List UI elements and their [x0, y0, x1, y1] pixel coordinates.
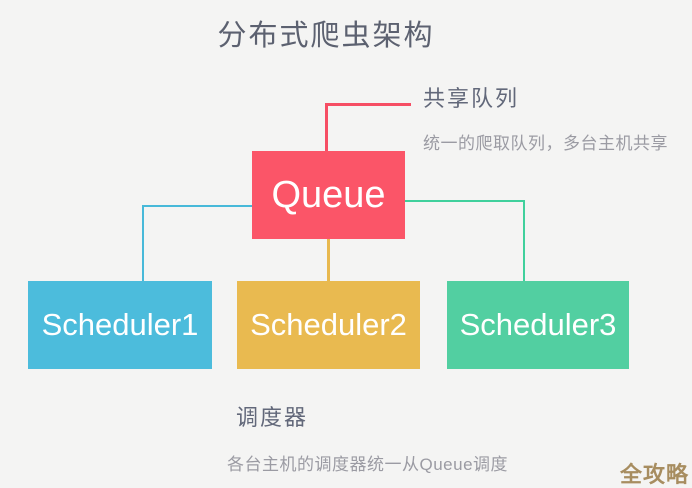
scheduler-annotation-note: 各台主机的调度器统一从Queue调度 [227, 455, 509, 474]
queue-scheduler1-connector-vertical [142, 205, 144, 281]
queue-scheduler3-connector-horizontal [405, 200, 525, 202]
scheduler1-node: Scheduler1 [28, 281, 212, 369]
queue-annotation-connector-vertical [325, 103, 328, 154]
queue-annotation-connector-horizontal [325, 103, 411, 106]
queue-scheduler3-connector-vertical [523, 200, 525, 281]
page-title: 分布式爬虫架构 [217, 20, 435, 52]
scheduler2-node: Scheduler2 [237, 281, 420, 369]
scheduler-annotation-heading: 调度器 [236, 405, 309, 430]
queue-scheduler2-connector-vertical [327, 239, 330, 281]
shared-queue-annotation-note: 统一的爬取队列，多台主机共享 [423, 134, 668, 153]
queue-node: Queue [252, 151, 405, 239]
shared-queue-annotation-heading: 共享队列 [423, 86, 520, 111]
watermark-logo: 全攻略 [620, 462, 690, 487]
queue-scheduler1-connector-horizontal [142, 205, 252, 207]
scheduler3-node: Scheduler3 [447, 281, 629, 369]
